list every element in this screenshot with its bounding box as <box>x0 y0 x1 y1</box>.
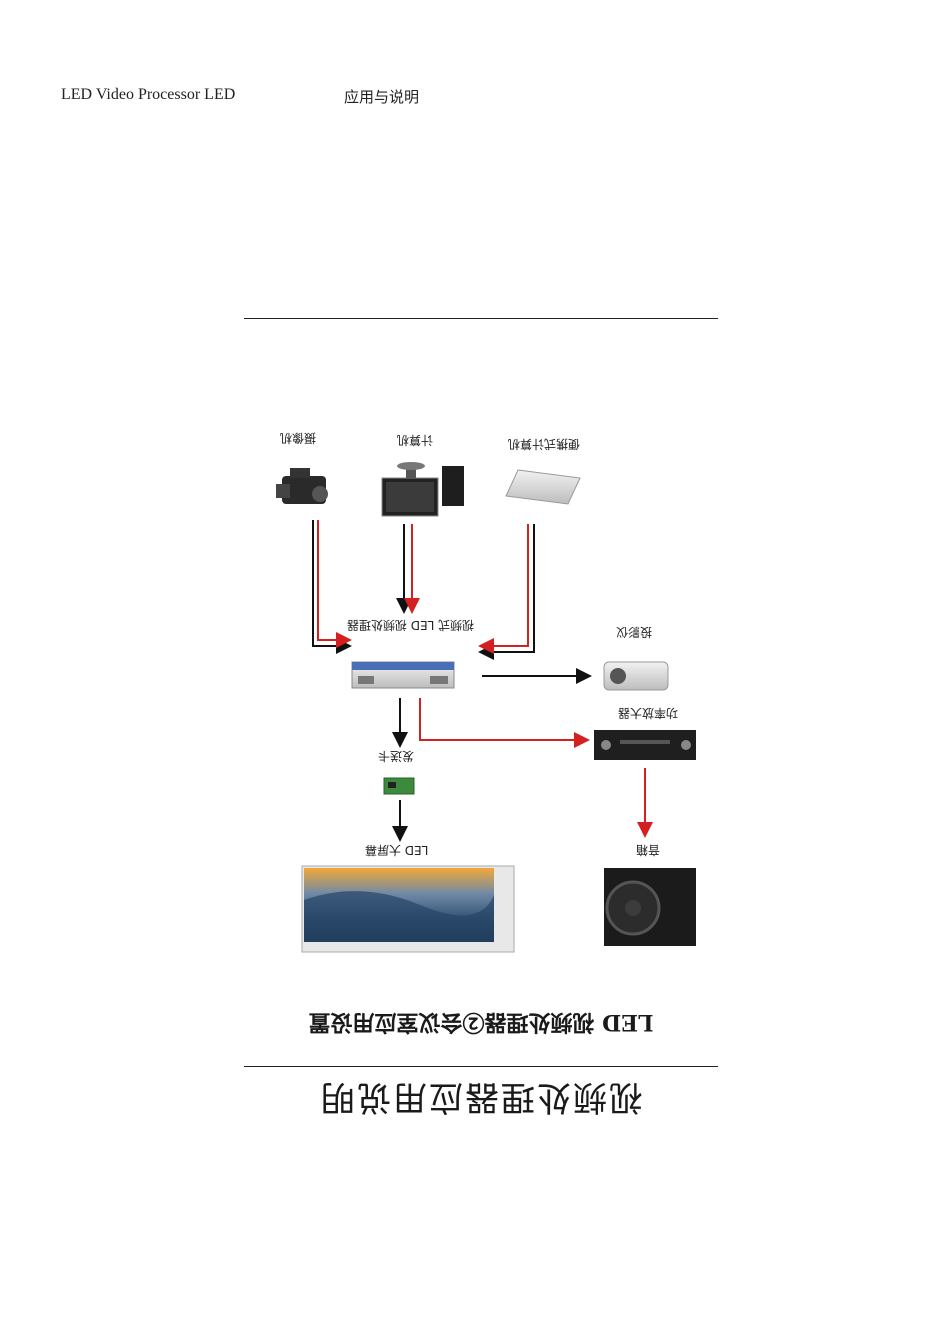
led-screen-label: LED 大屏幕 <box>365 843 429 857</box>
computer-label: 计算机 <box>397 433 434 447</box>
processor-device <box>351 661 455 689</box>
header-right-text: 应用与说明 <box>344 88 420 106</box>
speaker-device <box>604 868 696 946</box>
laptop-label: 便携式计算机 <box>508 437 581 451</box>
bottom-divider <box>244 1066 718 1067</box>
amplifier-label: 功率放大器 <box>618 706 679 720</box>
speaker-label: 音箱 <box>636 843 661 857</box>
header-left-text: LED Video Processor LED <box>61 86 236 103</box>
computer-device <box>381 462 464 517</box>
document-title: 视频处理器应用说明 <box>319 1077 643 1117</box>
camera-label: 摄像机 <box>280 431 317 445</box>
led-screen-device <box>301 865 515 953</box>
link-laptop-processor <box>478 524 535 660</box>
processor-label: 视频式 LED 视频处理器 <box>347 618 475 632</box>
link-processor-amplifier <box>419 698 590 748</box>
link-camera-processor <box>312 520 352 654</box>
camera-device <box>276 468 328 504</box>
sending-card-device <box>383 777 415 795</box>
projector-device <box>603 661 669 691</box>
amplifier-device <box>594 730 696 760</box>
top-divider <box>244 318 718 319</box>
laptop-device <box>505 469 581 505</box>
link-computer-processor <box>396 524 420 614</box>
projector-label: 投影仪 <box>616 625 653 639</box>
diagram-caption: LED 视频处理器②会议室应用设置 <box>308 1009 654 1035</box>
sending-card-label: 发送卡 <box>378 749 415 763</box>
